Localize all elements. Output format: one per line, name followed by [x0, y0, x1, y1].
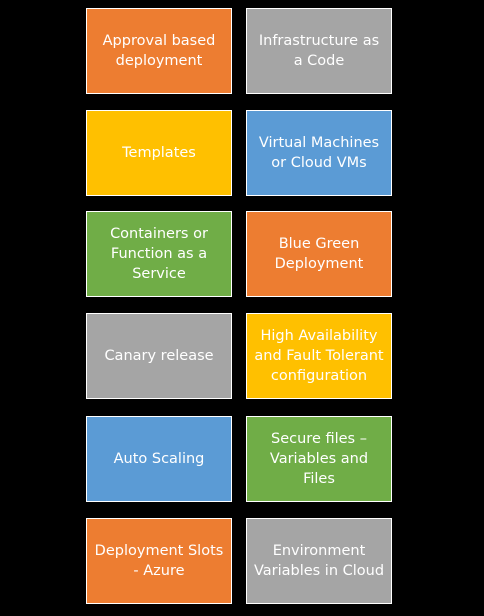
tile-label: Canary release [104, 348, 214, 364]
tile-canary-release: Canary release [86, 313, 232, 399]
tile-secure-files: Secure files – Variables and Files [246, 416, 392, 502]
tile-label: Approval based deployment [102, 33, 216, 69]
tile-virtual-machines: Virtual Machines or Cloud VMs [246, 110, 392, 196]
tile-blue-green-deployment: Blue Green Deployment [246, 211, 392, 297]
tile-label: Blue Green Deployment [274, 236, 364, 272]
tile-label: Deployment Slots - Azure [94, 543, 224, 579]
tile-auto-scaling: Auto Scaling [86, 416, 232, 502]
tile-deployment-slots: Deployment Slots - Azure [86, 518, 232, 604]
tile-templates: Templates [86, 110, 232, 196]
tile-label: Environment Variables in Cloud [253, 543, 385, 579]
tile-label: Virtual Machines or Cloud VMs [258, 135, 380, 171]
tile-approval-based-deployment: Approval based deployment [86, 8, 232, 94]
tile-label: High Availability and Fault Tolerant con… [254, 328, 384, 384]
tile-infrastructure-as-code: Infrastructure as a Code [246, 8, 392, 94]
tile-environment-variables: Environment Variables in Cloud [246, 518, 392, 604]
tile-label: Secure files – Variables and Files [269, 431, 369, 487]
tile-label: Infrastructure as a Code [258, 33, 380, 69]
tile-high-availability: High Availability and Fault Tolerant con… [246, 313, 392, 399]
tile-label: Auto Scaling [113, 451, 205, 467]
tile-containers-faas: Containers or Function as a Service [86, 211, 232, 297]
tile-label: Templates [122, 145, 196, 161]
tile-label: Containers or Function as a Service [110, 226, 208, 282]
